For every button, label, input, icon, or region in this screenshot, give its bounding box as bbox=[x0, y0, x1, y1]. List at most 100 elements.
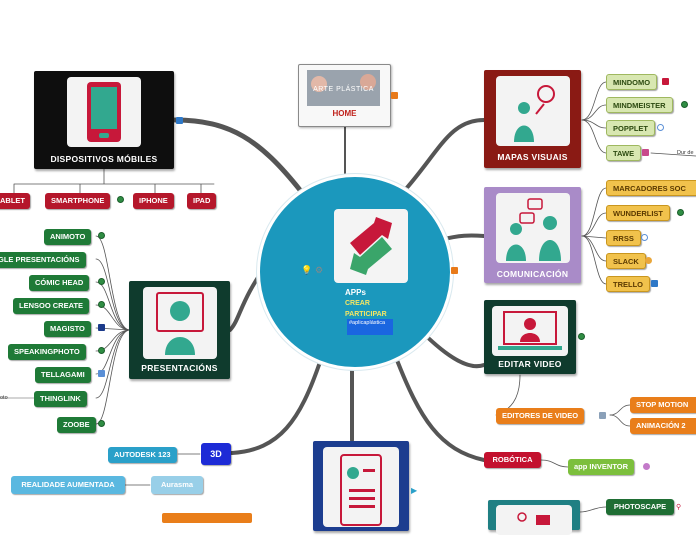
chat-people-icon bbox=[505, 198, 561, 261]
video-screen-icon bbox=[498, 311, 562, 350]
aurasma-node[interactable]: Aurasma bbox=[151, 476, 203, 494]
link-icon[interactable] bbox=[98, 370, 105, 377]
animacion-node[interactable]: ANIMACIÓN 2 bbox=[630, 418, 696, 434]
google-presentacions-node[interactable]: GLE PRESENTACIÓNS bbox=[0, 252, 86, 268]
lensoo-create-node[interactable]: LENSOO CREATE bbox=[13, 298, 90, 314]
lightbulb-icon: 💡 bbox=[301, 265, 313, 275]
smartphone-node[interactable]: SMARTPHONE bbox=[45, 193, 111, 209]
globe-icon bbox=[98, 347, 105, 354]
thinglink-note: oto bbox=[0, 395, 8, 401]
central-labels: APPs CREAR PARTICIPAR bbox=[345, 287, 387, 320]
globe-icon bbox=[98, 278, 105, 285]
link-icon[interactable] bbox=[599, 412, 606, 419]
3d-node[interactable]: 3D bbox=[201, 443, 231, 465]
globe-icon bbox=[117, 196, 124, 203]
document-image bbox=[323, 447, 399, 527]
play-icon[interactable]: ▶ bbox=[411, 486, 418, 495]
mapas-label: MAPAS VISUAIS bbox=[497, 152, 568, 162]
central-topic[interactable]: APPs CREAR PARTICIPAR #aplicaplástica bbox=[257, 174, 453, 370]
presentacions-node[interactable]: PRESENTACIÓNS bbox=[129, 281, 230, 379]
link-icon[interactable] bbox=[643, 463, 650, 470]
link-icon[interactable] bbox=[176, 117, 183, 124]
comic-head-node[interactable]: CÓMIC HEAD bbox=[29, 275, 90, 291]
home-photo: ARTE PLÁSTICA bbox=[307, 70, 380, 106]
trello-node[interactable]: TRELLO bbox=[606, 276, 650, 292]
link-icon[interactable] bbox=[98, 324, 105, 331]
tablet-node[interactable]: ABLET bbox=[0, 193, 30, 209]
link-icon[interactable] bbox=[451, 267, 458, 274]
mindomo-node[interactable]: MINDOMO bbox=[606, 74, 658, 90]
link-icon[interactable] bbox=[662, 78, 669, 85]
link-icon[interactable]: ⚲ bbox=[676, 504, 682, 511]
globe-icon bbox=[578, 333, 585, 340]
link-icon[interactable] bbox=[641, 234, 648, 241]
home-photo-text: ARTE PLÁSTICA bbox=[313, 86, 374, 93]
tawe-node[interactable]: TAWE bbox=[606, 145, 642, 161]
globe-icon bbox=[98, 420, 105, 427]
link-icon[interactable] bbox=[391, 92, 398, 99]
speakingphoto-node[interactable]: SPEAKINGPHOTO bbox=[8, 344, 86, 360]
zoobe-node[interactable]: ZOOBE bbox=[57, 417, 96, 433]
camera-person-icon bbox=[517, 512, 550, 525]
app-inventor-node[interactable]: app INVENTOR bbox=[568, 459, 635, 475]
arrows-icon bbox=[350, 217, 392, 275]
globe-icon bbox=[681, 101, 688, 108]
mapas-visuais-node[interactable]: MAPAS VISUAIS bbox=[484, 70, 581, 168]
editar-video-label: EDITAR VIDEO bbox=[498, 359, 562, 369]
comunicacion-label: COMUNICACIÓN bbox=[496, 269, 569, 279]
center-line-participar: PARTICIPAR bbox=[345, 311, 387, 318]
globe-icon bbox=[677, 209, 684, 216]
magisto-node[interactable]: MAGISTO bbox=[44, 321, 91, 337]
mindmeister-node[interactable]: MINDMEISTER bbox=[606, 97, 673, 113]
presenter-image bbox=[142, 287, 217, 359]
realidade-aumentada-node[interactable]: REALIDADE AUMENTADA bbox=[11, 476, 125, 494]
dispositivos-label: DISPOSITIVOS MÓBILES bbox=[50, 154, 158, 164]
gear-icon: ⚙ bbox=[315, 265, 324, 275]
hashtag-link[interactable]: #aplicaplástica bbox=[347, 319, 393, 335]
connector-lines bbox=[0, 81, 696, 513]
video-image bbox=[492, 306, 568, 356]
center-title: APPs bbox=[345, 288, 366, 297]
stop-motion-node[interactable]: STOP MOTION bbox=[630, 397, 696, 413]
home-label: HOME bbox=[332, 109, 357, 118]
wunderlist-node[interactable]: WUNDERLIST bbox=[606, 205, 670, 221]
marcadores-sociais-node[interactable]: MARCADORES SOC bbox=[606, 180, 696, 196]
photoscape-node[interactable]: PHOTOSCAPE bbox=[606, 499, 674, 515]
idea-image bbox=[495, 76, 570, 146]
iphone-node[interactable]: IPHONE bbox=[133, 193, 174, 209]
editores-de-video-node[interactable]: EDITORES DE VIDEO bbox=[496, 408, 585, 424]
globe-icon bbox=[98, 301, 105, 308]
presenter-icon bbox=[155, 292, 204, 355]
lightbulb-person-icon bbox=[513, 85, 555, 142]
tellagami-node[interactable]: TELLAGAMI bbox=[35, 367, 91, 383]
thinglink-node[interactable]: THINGLINK bbox=[34, 391, 87, 407]
phone-image bbox=[67, 77, 141, 147]
rrss-node[interactable]: RRSS bbox=[606, 230, 641, 246]
central-image bbox=[334, 209, 408, 283]
popplet-node[interactable]: POPPLET bbox=[606, 120, 656, 136]
dispositivos-moviles-node[interactable]: DISPOSITIVOS MÓBILES bbox=[34, 71, 174, 169]
globe-icon bbox=[98, 232, 105, 239]
link-icon[interactable] bbox=[651, 280, 658, 287]
document-icon bbox=[340, 454, 382, 526]
partial-orange-node[interactable] bbox=[162, 513, 252, 523]
robotica-node[interactable]: ROBÓTICA bbox=[484, 452, 541, 468]
comunicacion-node[interactable]: COMUNICACIÓN bbox=[484, 187, 581, 283]
editar-video-node[interactable]: EDITAR VIDEO bbox=[484, 300, 576, 374]
chat-image bbox=[495, 193, 570, 263]
photo-editing-image bbox=[496, 505, 572, 535]
photo-editing-node[interactable] bbox=[488, 500, 580, 535]
link-icon[interactable] bbox=[642, 149, 649, 156]
presentacions-label: PRESENTACIÓNS bbox=[141, 363, 218, 373]
center-line-crear: CREAR bbox=[345, 300, 370, 307]
phone-icon bbox=[87, 82, 121, 142]
link-icon[interactable] bbox=[645, 257, 652, 264]
animoto-node[interactable]: ANIMOTO bbox=[44, 229, 92, 245]
slack-node[interactable]: SLACK bbox=[606, 253, 646, 269]
tawe-note: Dur de bbox=[677, 150, 694, 156]
autodesk-123-node[interactable]: AUTODESK 123 bbox=[108, 447, 177, 463]
ipad-node[interactable]: IPAD bbox=[187, 193, 217, 209]
document-node[interactable] bbox=[313, 441, 409, 531]
link-icon[interactable] bbox=[657, 124, 664, 131]
home-node[interactable]: ARTE PLÁSTICA HOME bbox=[298, 64, 391, 127]
